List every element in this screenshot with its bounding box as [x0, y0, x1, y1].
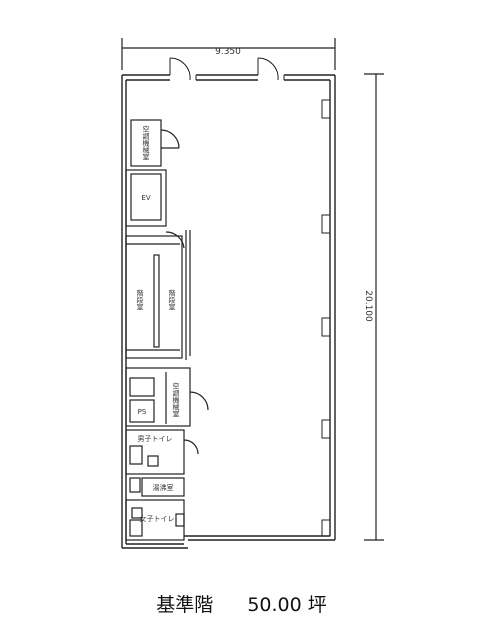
room-air-conditioning-top: 空調機械室 — [142, 125, 150, 161]
room-stairs-left: 階段室 — [136, 289, 144, 311]
room-pantry: 湯沸室 — [153, 483, 174, 492]
room-air-conditioning-bottom: 空調機械室 — [172, 382, 180, 418]
door-top-left — [169, 57, 197, 81]
floor-area: 50.00 坪 — [247, 594, 327, 616]
room-stairs-right: 階段室 — [168, 289, 176, 311]
room-womens-toilet: 女子トイレ — [140, 514, 175, 523]
floor-name: 基準階 — [156, 594, 214, 616]
floor-plan: 9.350 20.100 空調機械室 EV 階段室 階段室 PS 空調機械室 男… — [121, 38, 384, 549]
wall-columns — [321, 99, 331, 537]
floor-caption: 基準階 50.00 坪 — [0, 590, 483, 617]
core-walls — [125, 119, 209, 541]
room-ps: PS — [138, 408, 147, 416]
room-mens-toilet: 男子トイレ — [138, 435, 173, 443]
outer-wall — [121, 74, 336, 549]
width-dimension-label: 9.350 — [215, 47, 241, 57]
height-dimension — [364, 73, 384, 541]
height-dimension-label: 20.100 — [363, 290, 373, 322]
width-dimension — [121, 38, 336, 70]
door-top-right — [257, 57, 285, 81]
room-elevator: EV — [141, 194, 150, 202]
